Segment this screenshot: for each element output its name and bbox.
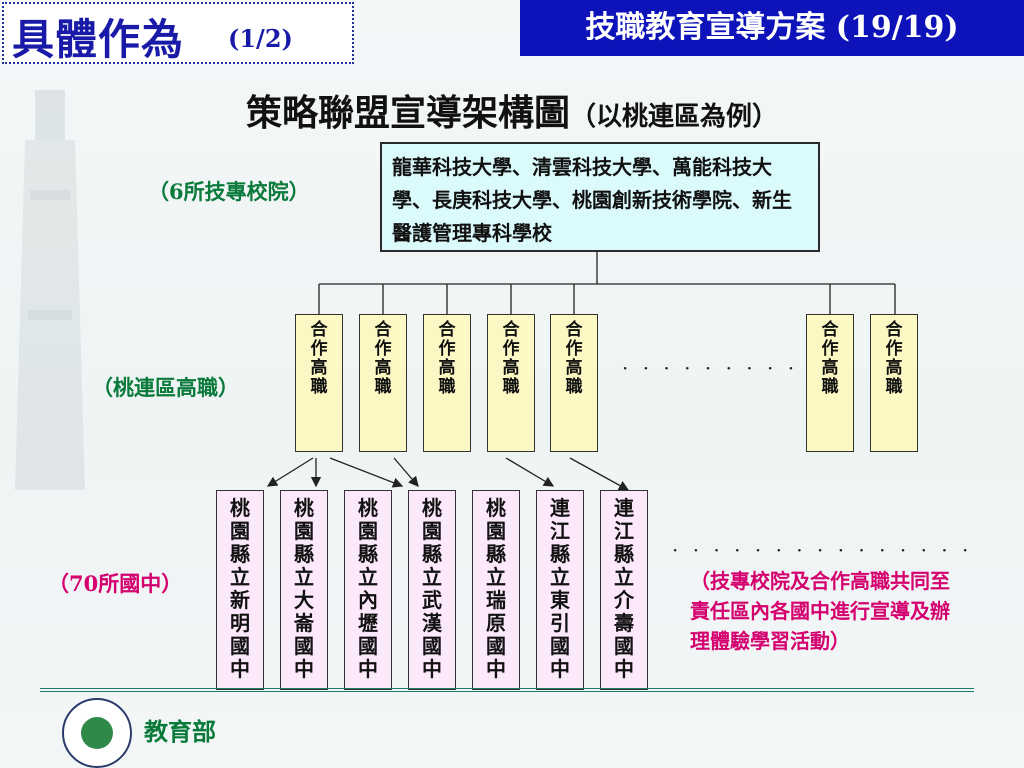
junior-school-name: 連江縣立東引國中: [550, 496, 570, 681]
vocational-box-label: 合作高職: [374, 320, 392, 397]
vocational-box-label: 合作高職: [885, 320, 903, 397]
junior-count-label: （70所國中）: [48, 571, 183, 596]
junior-school-name: 桃園縣立大崙國中: [294, 496, 314, 681]
footer-divider: [40, 688, 974, 694]
junior-school-box: 桃園縣立大崙國中: [280, 490, 328, 690]
vocational-box: 合作高職: [806, 314, 854, 452]
vocational-box-label: 合作高職: [821, 320, 839, 397]
slide-section-title: 具體作為 (1/2): [2, 2, 354, 64]
diagram-title: 策略聯盟宣導架構圖（以桃連區為例）: [0, 84, 1024, 136]
junior-school-box: 桃園縣立新明國中: [216, 490, 264, 690]
diagram-title-text: 策略聯盟宣導架構圖: [245, 92, 570, 134]
ministry-name: 教育部: [144, 717, 216, 746]
slide-header-bar: 技職教育宣導方案 (19/19): [520, 0, 1024, 56]
junior-school-name: 桃園縣立新明國中: [230, 496, 250, 681]
vocational-box-label: 合作高職: [565, 320, 583, 397]
vocational-box: 合作高職: [550, 314, 598, 452]
vocational-box-label: 合作高職: [502, 320, 520, 397]
universities-box: 龍華科技大學、清雲科技大學、萬能科技大學、長庚科技大學、桃園創新技術學院、新生醫…: [380, 142, 820, 252]
junior-school-name: 桃園縣立瑞原國中: [486, 496, 506, 681]
vocational-box: 合作高職: [487, 314, 535, 452]
junior-school-box: 連江縣立介壽國中: [600, 490, 648, 690]
vocational-box-label: 合作高職: [438, 320, 456, 397]
junior-school-box: 桃園縣立武漢國中: [408, 490, 456, 690]
junior-school-name: 連江縣立介壽國中: [614, 496, 634, 681]
ministry-logo-icon: [62, 698, 132, 768]
vocational-box-label: 合作高職: [310, 320, 328, 397]
junior-school-box: 桃園縣立內壢國中: [344, 490, 392, 690]
junior-more-dots: · · · · · · · · · · · · · · ·: [672, 538, 973, 562]
vocational-more-dots: · · · · · · · · · ·: [622, 356, 819, 380]
vocational-box: 合作高職: [870, 314, 918, 452]
vocational-box: 合作高職: [359, 314, 407, 452]
vocational-region-label: （桃連區高職）: [92, 375, 239, 400]
section-page-indicator: (1/2): [228, 24, 293, 53]
vocational-box: 合作高職: [295, 314, 343, 452]
junior-school-name: 桃園縣立武漢國中: [422, 496, 442, 681]
section-title-text: 具體作為: [12, 15, 185, 64]
lighthouse-background-icon: [15, 90, 85, 490]
junior-school-name: 桃園縣立內壢國中: [358, 496, 378, 681]
junior-school-box: 連江縣立東引國中: [536, 490, 584, 690]
junior-school-box: 桃園縣立瑞原國中: [472, 490, 520, 690]
diagram-subtitle: （以桃連區為例）: [570, 102, 779, 132]
vocational-box: 合作高職: [423, 314, 471, 452]
colleges-count-label: （6所技專校院）: [148, 179, 310, 204]
activity-note: （技專校院及合作高職共同至責任區內各國中進行宣導及辦理體驗學習活動）: [690, 569, 950, 653]
